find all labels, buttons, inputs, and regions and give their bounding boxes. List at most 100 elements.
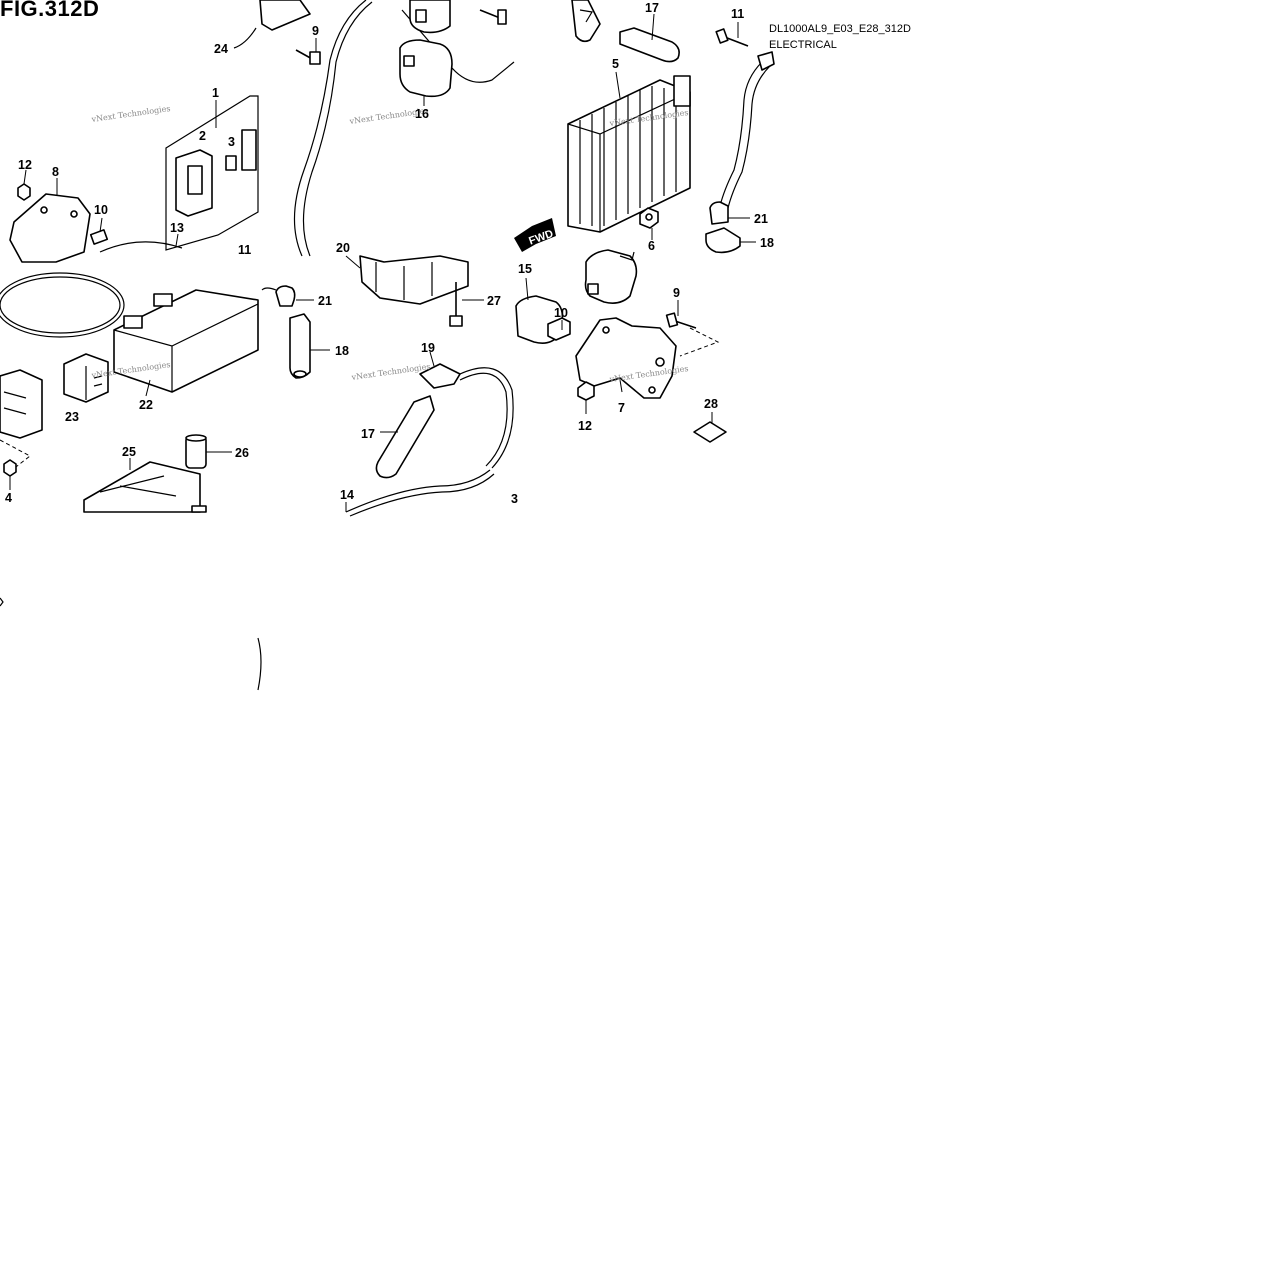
ecm-unit[interactable] (113, 289, 259, 393)
watermark: vNext Technologies (90, 104, 171, 124)
nut-12[interactable] (17, 183, 31, 201)
hose-right-b (727, 65, 771, 209)
callout-12: 12 (578, 419, 592, 433)
mounting-bracket[interactable] (9, 193, 91, 263)
hose-main[interactable] (293, 0, 367, 257)
callout-28: 28 (704, 397, 718, 411)
spacer-10[interactable] (89, 229, 109, 245)
plug-cap-21[interactable] (275, 285, 296, 307)
callout-18: 18 (760, 236, 774, 250)
cushion-26-top (185, 434, 207, 442)
callouts: 1 2 3 4 5 6 7 8 9 9 10 10 11 11 12 12 13… (5, 1, 774, 506)
callout-22: 22 (139, 398, 153, 412)
figure-meta: DL1000AL9_E03_E28_312D ELECTRICAL (769, 21, 911, 53)
bracket-hole (40, 206, 48, 214)
callout-7: 7 (618, 401, 625, 415)
leader-19 (429, 351, 435, 367)
ignition-coil-right[interactable] (584, 249, 638, 304)
plug-cap-18-right[interactable] (705, 227, 741, 254)
leader-5 (615, 71, 621, 99)
nut-12-right[interactable] (577, 381, 595, 401)
bracket-7-hole (602, 326, 610, 334)
fuse[interactable] (225, 155, 237, 171)
hose-19[interactable] (459, 367, 514, 469)
band-ring (0, 272, 125, 338)
nut-6-hole (645, 213, 653, 221)
callout-6: 6 (648, 239, 655, 253)
callout-19: 19 (421, 341, 435, 355)
wire-14[interactable] (345, 469, 491, 513)
plug-cap-top-b (579, 9, 593, 23)
fragment-arc (257, 637, 262, 691)
bracket-7-hole (655, 357, 665, 367)
leader-7 (619, 379, 623, 393)
callout-17: 17 (361, 427, 375, 441)
callout-3: 3 (511, 492, 518, 506)
bracket-7-hole (648, 386, 656, 394)
pad-28[interactable] (693, 421, 727, 443)
wire-harness-13[interactable] (99, 241, 183, 253)
callout-17: 17 (645, 1, 659, 15)
callout-3: 3 (228, 135, 235, 149)
callout-11: 11 (731, 7, 744, 21)
relay-box-25[interactable] (83, 461, 201, 513)
fragment-mark (0, 597, 4, 607)
plug-cap-21-right[interactable] (709, 201, 729, 225)
callout-1: 1 (212, 86, 219, 100)
fuel-pump-detail (375, 262, 433, 300)
callout-26: 26 (235, 446, 249, 460)
wire-14-b (349, 473, 495, 517)
callout-10: 10 (554, 306, 568, 320)
starter-relay[interactable] (0, 369, 43, 439)
leader-12 (23, 169, 27, 185)
bolt-9-head[interactable] (309, 51, 321, 65)
relay-pins (85, 366, 103, 400)
bolt-4[interactable] (3, 459, 17, 477)
coil-bracket[interactable] (259, 0, 311, 31)
callout-12: 12 (18, 158, 32, 172)
hose-right[interactable] (719, 61, 763, 207)
bracket-hole (70, 210, 78, 218)
fuse-holder-clip (187, 165, 203, 195)
spacer-10-right[interactable] (547, 317, 571, 341)
fuse-box-outline (165, 95, 259, 251)
plug-cap-19[interactable] (419, 363, 461, 389)
callout-16: 16 (415, 107, 429, 121)
strap-24[interactable] (233, 27, 257, 49)
fuse-small[interactable] (241, 129, 257, 171)
regulator-fins (579, 86, 677, 226)
callout-9: 9 (312, 24, 319, 38)
callout-8: 8 (52, 165, 59, 179)
hose-clamp (757, 51, 775, 71)
plug-cap-18[interactable] (289, 313, 311, 379)
ignition-coil-top[interactable] (409, 0, 451, 34)
fuel-pump-20[interactable] (359, 255, 469, 305)
leader-17-top (651, 13, 655, 41)
leader-13 (175, 233, 179, 247)
fwd-arrow (514, 218, 556, 252)
regulator-rectifier-5[interactable] (567, 79, 691, 233)
left-panel (0, 27, 262, 691)
ecm-top (113, 303, 259, 392)
bolt-top-shaft (479, 9, 501, 19)
bolt-top-head[interactable] (497, 9, 507, 25)
figure-code: DL1000AL9_E03_E28_312D (769, 23, 911, 35)
ignition-coil-16[interactable] (399, 39, 453, 98)
plug-wire-21 (261, 287, 277, 291)
bolt-27-head[interactable] (449, 315, 463, 327)
callout-13: 13 (170, 221, 184, 235)
watermark: vNext Technologies (350, 362, 431, 382)
plug-boot-17[interactable] (375, 395, 435, 479)
callout-2: 2 (199, 129, 206, 143)
regulator-face (567, 91, 691, 232)
callout-14: 14 (340, 488, 354, 502)
coil-top-terminal (415, 9, 427, 23)
plug-boot-17-top[interactable] (619, 27, 680, 63)
bolt-9-right-head[interactable] (665, 312, 679, 328)
bolt-11-head[interactable] (715, 28, 729, 44)
plug-cap-top[interactable] (571, 0, 601, 43)
callout-23: 23 (65, 410, 79, 424)
callout-21: 21 (754, 212, 768, 226)
